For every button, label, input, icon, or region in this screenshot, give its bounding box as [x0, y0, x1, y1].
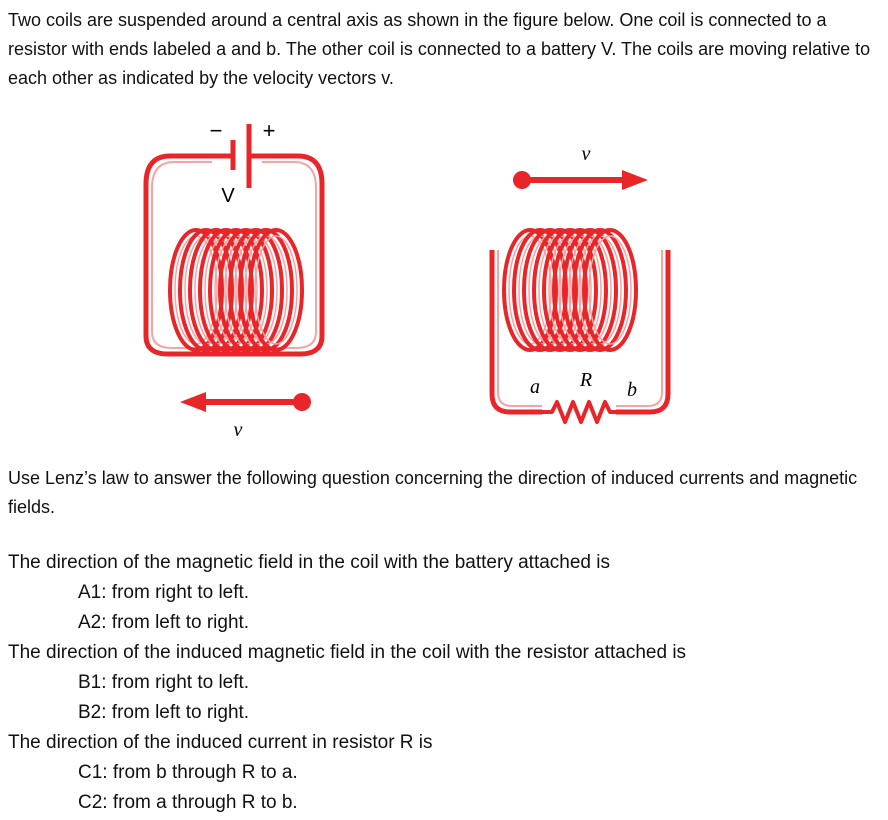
coil-winding	[228, 228, 284, 352]
velocity-label-left: v	[234, 419, 243, 441]
question-3-option-c1: C1: from b through R to a.	[78, 762, 298, 783]
question-2-prompt: The direction of the induced magnetic fi…	[8, 642, 687, 663]
battery-minus-label: −	[210, 118, 223, 143]
question-2-option-b1: B1: from right to left.	[78, 672, 250, 693]
battery-coil-wire	[143, 153, 325, 357]
battery-voltage-label: V	[221, 185, 235, 207]
coil-winding	[238, 228, 294, 352]
coil-winding	[582, 228, 638, 352]
question-2-option-b2: B2: from left to right.	[78, 702, 250, 723]
resistor-coil-wire	[489, 250, 671, 415]
velocity-label-right: v	[582, 143, 591, 165]
resistor-coil: a R b v	[489, 143, 671, 424]
resistor-coil-windings	[502, 228, 638, 352]
battery-coil: − + V v	[143, 118, 325, 441]
coil-winding	[218, 228, 274, 352]
battery-coil-windings	[168, 228, 304, 352]
resistor-end-a-label: a	[530, 376, 540, 398]
coil-winding-highlight	[588, 235, 632, 345]
resistor-zigzag	[542, 400, 616, 424]
battery-plus-label: +	[263, 118, 276, 143]
question-1-option-a2: A2: from left to right.	[78, 612, 250, 633]
coil-winding	[542, 228, 598, 352]
coil-winding	[248, 228, 304, 352]
coil-winding	[572, 228, 628, 352]
velocity-arrow-left	[180, 392, 311, 412]
velocity-arrow-right	[513, 170, 648, 190]
coil-winding	[562, 228, 618, 352]
coil-winding-highlight	[254, 235, 298, 345]
battery	[212, 124, 262, 188]
coil-winding	[208, 228, 264, 352]
coil-winding	[552, 228, 608, 352]
question-1-prompt: The direction of the magnetic field in t…	[8, 552, 610, 573]
question-1-option-a1: A1: from right to left.	[78, 582, 250, 603]
resistor-label: R	[579, 369, 592, 391]
two-coils-figure: − + V v a R b v	[143, 118, 671, 441]
intro-paragraph: Two coils are suspended around a central…	[8, 10, 871, 88]
question-3-option-c2: C2: from a through R to b.	[78, 792, 298, 813]
lenz-instructions: Use Lenz’s law to answer the following q…	[8, 468, 858, 517]
question-3-prompt: The direction of the induced current in …	[8, 732, 433, 753]
resistor-end-b-label: b	[627, 379, 637, 401]
